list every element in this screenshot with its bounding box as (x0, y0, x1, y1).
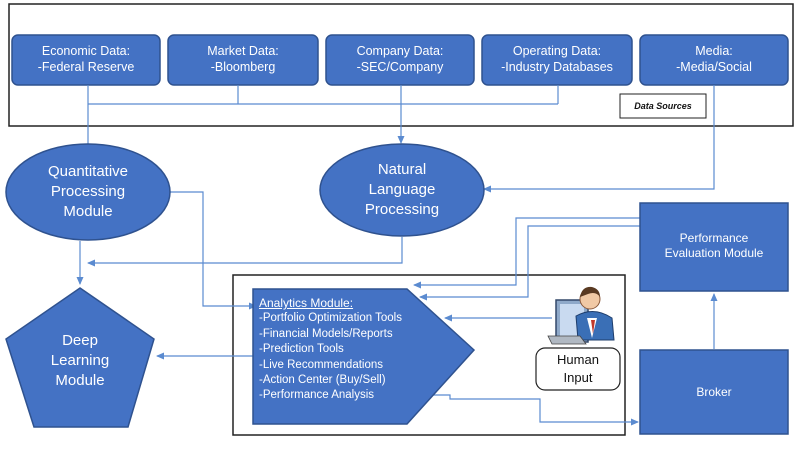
analytics-item: -Action Center (Buy/Sell) (259, 374, 386, 387)
quantitative-processing-node (5, 143, 171, 241)
nlp-node (319, 143, 485, 237)
analytics-module-text: Analytics Module: -Portfolio Optimizatio… (259, 296, 402, 404)
source-company: Company Data: -SEC/Company (326, 35, 474, 85)
source-box-market (167, 34, 319, 86)
source-market-title: Market Data: (207, 44, 279, 59)
quantitative-line1: Quantitative (47, 162, 129, 180)
source-company-detail: -SEC/Company (356, 60, 444, 74)
source-economic-detail: -Federal Reserve (37, 60, 135, 74)
source-media-detail: -Media/Social (676, 60, 752, 74)
deep-learning-line2: Learning (50, 351, 110, 369)
deep-learning-line1: Deep (62, 331, 98, 349)
nlp-line1: Natural (377, 160, 427, 178)
human-input-label: Human Input (536, 348, 620, 390)
source-operating: Operating Data: -Industry Databases (482, 35, 632, 85)
source-economic: Economic Data: -Federal Reserve (12, 35, 160, 85)
source-media-title: Media: (695, 44, 733, 59)
source-market: Market Data: -Bloomberg (168, 35, 318, 85)
quantitative-processing-label: Quantitative Processing Module (12, 150, 164, 234)
analytics-item: -Live Recommendations (259, 358, 384, 371)
analytics-item: -Portfolio Optimization Tools (259, 312, 402, 325)
source-operating-title: Operating Data: (512, 44, 602, 59)
source-market-detail: -Bloomberg (210, 60, 276, 74)
arrow-performance-to-analytics-upper (413, 217, 640, 289)
performance-evaluation-node (639, 202, 789, 292)
analytics-heading: Analytics Module: (259, 296, 354, 310)
quantitative-line2: Processing (50, 182, 126, 200)
performance-line1: Performance (679, 231, 749, 245)
human-input-box (535, 347, 621, 391)
source-economic-title: Economic Data: (41, 44, 131, 59)
analytics-item: -Financial Models/Reports (259, 327, 393, 340)
nlp-line2: Language (368, 180, 436, 198)
arrow-analytics-to-performance (430, 394, 639, 426)
nlp-line3: Processing (364, 201, 440, 219)
analytics-item: -Prediction Tools (259, 343, 344, 356)
data-sources-caption-box (619, 93, 707, 119)
quantitative-line3: Module (63, 203, 113, 221)
source-operating-detail: -Industry Databases (501, 60, 613, 74)
data-sources-caption: Data Sources (634, 101, 692, 111)
analytics-module-node (252, 288, 476, 425)
performance-line2: Evaluation Module (664, 246, 764, 260)
analytics-frame (232, 274, 626, 436)
person-at-computer-icon (547, 286, 615, 345)
deep-learning-node (5, 287, 155, 428)
source-company-title: Company Data: (356, 44, 444, 59)
source-media: Media: -Media/Social (640, 35, 788, 85)
arrow-performance-to-analytics-lower (419, 225, 640, 301)
source-box-company (325, 34, 475, 86)
arrow-media-to-nlp (483, 85, 715, 193)
source-box-operating (481, 34, 633, 86)
human-input-line1: Human (557, 352, 599, 368)
analytics-item: -Performance Analysis (259, 389, 375, 402)
arrow-nlp-to-deep (87, 237, 403, 267)
source-box-economic (11, 34, 161, 86)
broker-node (639, 349, 789, 435)
human-input-line2: Input (563, 370, 593, 385)
deep-learning-line3: Module (55, 372, 105, 390)
deep-learning-label: Deep Learning Module (20, 318, 140, 404)
broker-label: Broker (696, 384, 732, 399)
performance-evaluation-label: Performance Evaluation Module (640, 220, 788, 272)
arrow-quant-to-analytics (170, 191, 257, 310)
nlp-label: Natural Language Processing (326, 148, 478, 232)
